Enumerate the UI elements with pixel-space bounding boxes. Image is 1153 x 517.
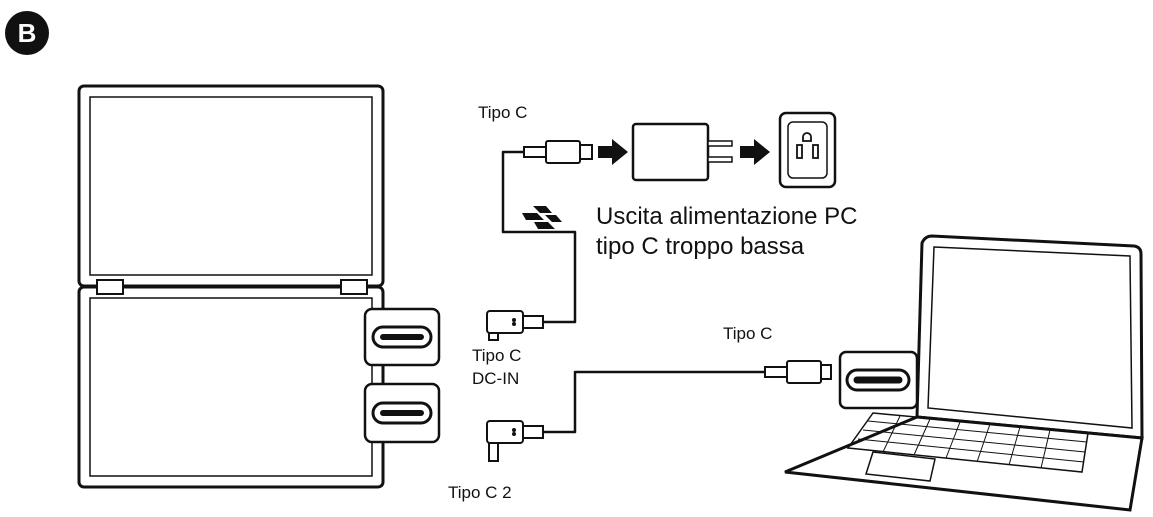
label-laptop-cable: Tipo C [723, 324, 772, 343]
power-adapter [631, 122, 733, 182]
dual-screen-monitor [77, 84, 385, 489]
label-dcin-line1: Tipo C [472, 346, 521, 365]
usb-c-plug [486, 310, 544, 341]
arrow-right-icon [740, 139, 770, 165]
label-cable-top: Tipo C [478, 103, 527, 122]
laptop [784, 234, 1144, 512]
wall-outlet [778, 111, 837, 189]
badge-letter: B [18, 18, 37, 48]
usb-c-plug [486, 420, 544, 462]
broken-connection-icon [522, 206, 562, 229]
usb-c-plug [764, 360, 832, 384]
usb-c-plug [523, 140, 593, 164]
badge-b: B [5, 11, 49, 55]
cable-lines [501, 150, 765, 434]
label-warning-line1: Uscita alimentazione PC [596, 203, 857, 230]
label-dcin-line2: DC-IN [472, 369, 519, 388]
label-port2: Tipo C 2 [448, 483, 512, 502]
usb-c-port-icon [363, 382, 441, 444]
label-warning-line2: tipo C troppo bassa [596, 233, 805, 260]
arrow-right-icon [598, 139, 628, 165]
usb-c-port-icon [363, 307, 441, 367]
